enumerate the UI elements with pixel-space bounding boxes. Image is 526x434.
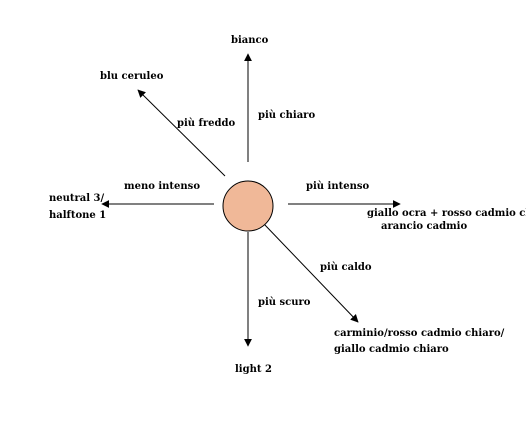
end-label-left-line-1: neutral 3/ [49,193,105,204]
end-label-right-line-1: giallo ocra + rosso cadmio chiaro/ [367,208,526,219]
arrow-label-right: più intenso [306,181,369,192]
arrow-label-up: più chiaro [258,110,315,121]
arrow-up-left [137,89,226,177]
end-label-right-line-2: arancio cadmio [381,221,467,232]
end-label-down: light 2 [235,364,272,375]
end-label-down-right-line-1: carminio/rosso cadmio chiaro/ [334,328,505,339]
arrow-label-up-left: più freddo [177,118,235,129]
end-label-down-right-line-2: giallo cadmio chiaro [334,344,449,355]
arrow-label-left: meno intenso [124,181,200,192]
end-label-left-line-2: halftone 1 [49,210,106,221]
arrow-down-right [263,223,359,323]
center-color-circle [222,180,274,232]
end-label-up: bianco [231,35,269,46]
end-label-up-left: blu ceruleo [100,71,164,82]
arrow-label-down: più scuro [258,297,311,308]
arrow-label-down-right: più caldo [320,262,372,273]
